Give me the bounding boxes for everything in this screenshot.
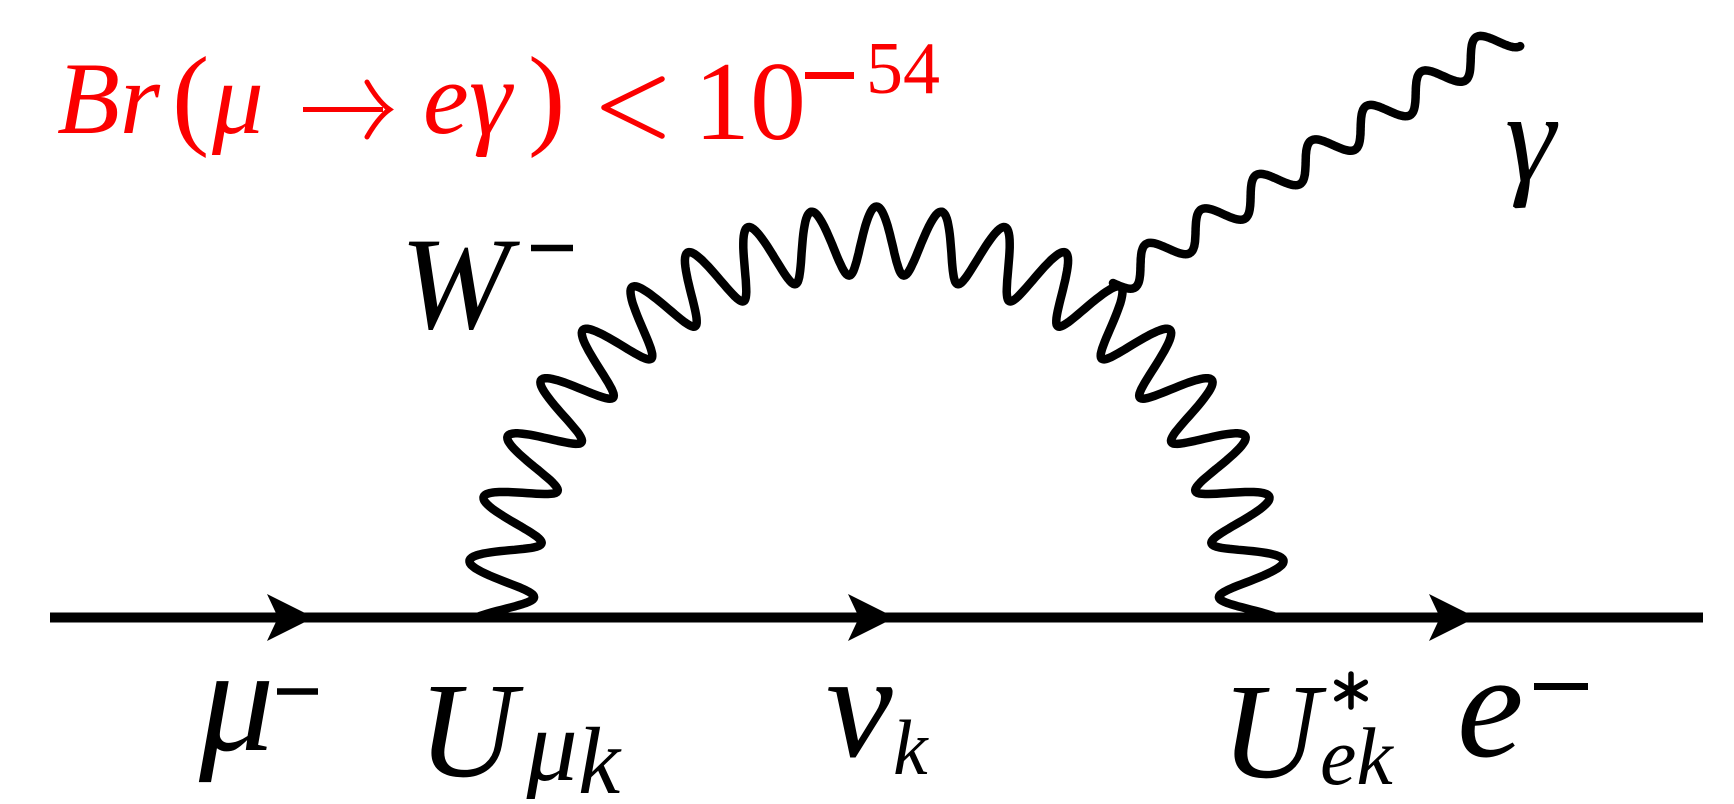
svg-text:54: 54 — [866, 28, 940, 110]
svg-text:ν: ν — [826, 623, 893, 789]
svg-text:U: U — [1221, 657, 1327, 799]
svg-text:γ: γ — [469, 39, 514, 158]
svg-text:μ: μ — [198, 617, 274, 783]
svg-text:W: W — [400, 210, 520, 357]
svg-text:e: e — [423, 42, 469, 156]
svg-text:e: e — [1457, 623, 1524, 789]
svg-text:U: U — [418, 656, 524, 799]
svg-text:10: 10 — [694, 40, 806, 164]
svg-text:k: k — [578, 708, 622, 799]
svg-text:(: ( — [172, 35, 209, 159]
svg-text:): ) — [528, 35, 565, 159]
svg-text:ek: ek — [1320, 711, 1394, 799]
svg-text:k: k — [893, 704, 929, 791]
svg-text:Br: Br — [57, 42, 161, 156]
svg-text:γ: γ — [1505, 67, 1559, 209]
svg-text:μ: μ — [211, 42, 264, 156]
svg-text:μ: μ — [525, 689, 578, 799]
